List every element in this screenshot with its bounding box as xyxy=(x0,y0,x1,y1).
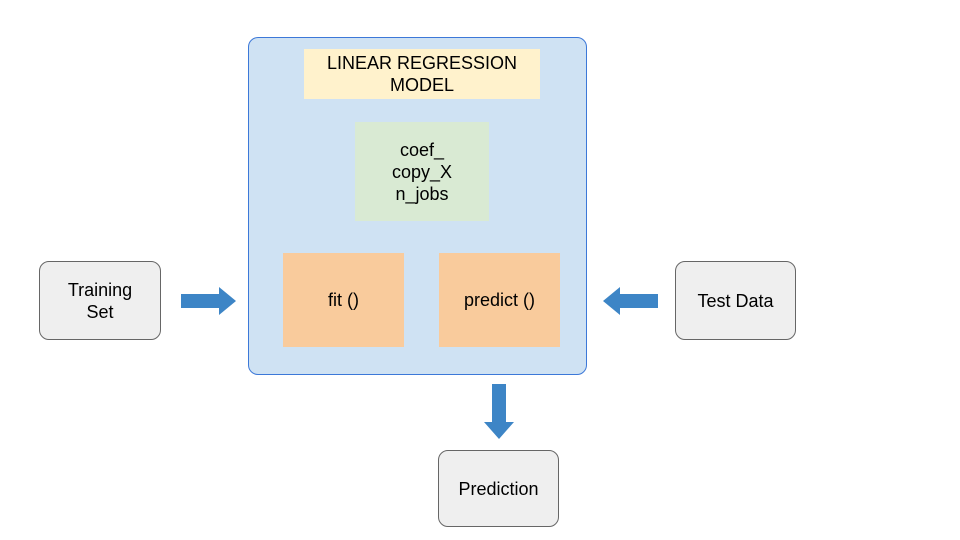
model-attributes: coef_ copy_X n_jobs xyxy=(355,122,489,221)
attribute-coef: coef_ xyxy=(399,139,445,160)
training-to-fit-arrow xyxy=(181,287,236,315)
test-data-label: Test Data xyxy=(697,290,774,311)
model-title-line-1: LINEAR REGRESSION xyxy=(326,53,518,73)
prediction-box: Prediction xyxy=(438,450,559,527)
model-title-line-2: MODEL xyxy=(389,75,454,95)
test-data-box: Test Data xyxy=(675,261,796,340)
training-set-line-2: Set xyxy=(86,301,114,322)
model-title: LINEAR REGRESSION MODEL xyxy=(304,49,540,99)
prediction-label: Prediction xyxy=(458,478,539,499)
fit-method-label: fit () xyxy=(328,290,359,310)
attribute-n-jobs: n_jobs xyxy=(395,183,449,204)
predict-method-box: predict () xyxy=(439,253,560,347)
training-set-line-1: Training xyxy=(67,279,133,300)
fit-method-box: fit () xyxy=(283,253,404,347)
predict-method-label: predict () xyxy=(463,290,535,310)
test-to-predict-arrow xyxy=(603,287,658,315)
attribute-copy-x: copy_X xyxy=(391,161,453,182)
model-to-prediction-arrow xyxy=(484,384,514,439)
training-set-box: Training Set xyxy=(39,261,161,340)
